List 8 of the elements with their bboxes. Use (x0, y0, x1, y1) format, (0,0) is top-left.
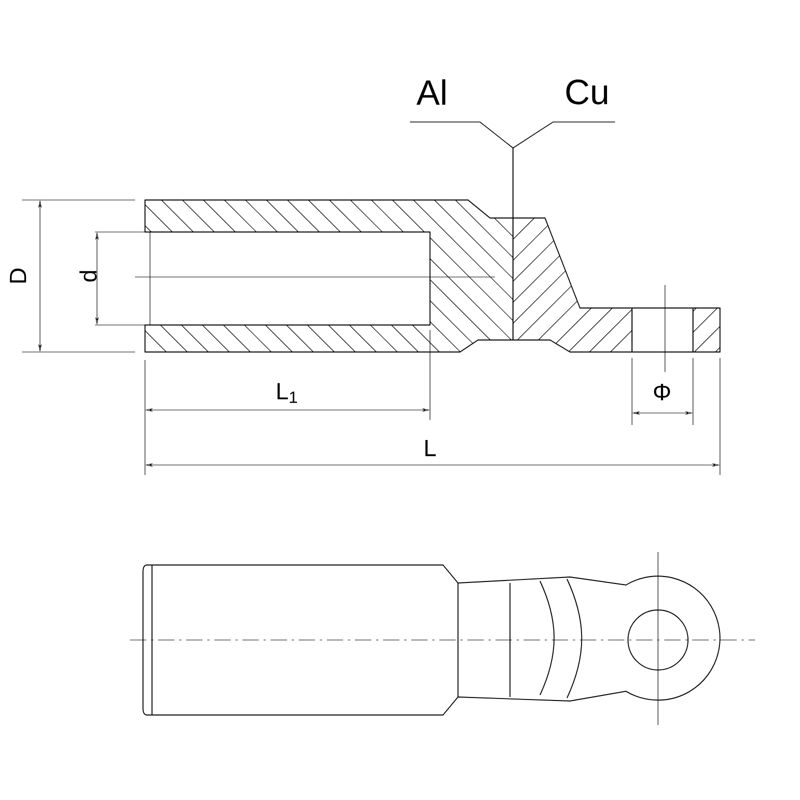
dimension-label: Φ (654, 384, 670, 400)
dimension-label: d (79, 271, 97, 282)
material-label: Al (416, 79, 446, 105)
dimension-label: L (425, 440, 436, 456)
dimension-label: D (10, 268, 26, 283)
leader-line (512, 122, 616, 336)
material-label: Cu (566, 80, 608, 104)
dimension-label: L$_{1}$ (278, 383, 297, 403)
